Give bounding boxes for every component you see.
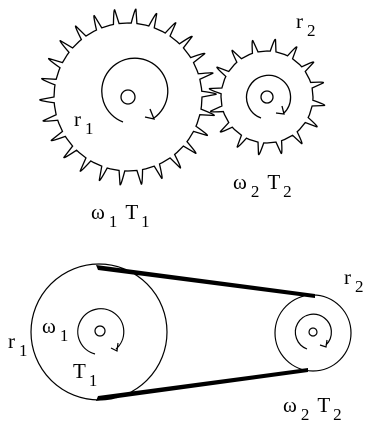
small-pulley-arrowhead-icon xyxy=(319,339,328,348)
large-pulley-axle xyxy=(94,325,106,337)
small-gear-teeth xyxy=(208,38,326,156)
belt-top-strand xyxy=(96,265,315,298)
small-pulley xyxy=(274,294,352,372)
large-gear-teeth xyxy=(39,8,217,186)
large-gear-axle xyxy=(120,89,136,105)
large-pulley-rotation-arrow-icon xyxy=(77,308,125,355)
small-gear-axle xyxy=(260,90,274,104)
small-gear-arrowhead-icon xyxy=(275,105,285,115)
small-pulley-rotation-arrow-icon xyxy=(294,313,332,350)
belt-bottom-strand xyxy=(96,368,308,401)
small-pulley-axle xyxy=(308,327,318,337)
large-gear xyxy=(39,8,217,186)
small-gear-rotation-arrow-icon xyxy=(245,74,292,119)
large-pulley-arrowhead-icon xyxy=(110,342,119,352)
small-gear xyxy=(208,38,326,156)
large-gear-rotation-arrow-icon xyxy=(101,57,169,123)
large-gear-arrowhead-icon xyxy=(144,108,156,120)
